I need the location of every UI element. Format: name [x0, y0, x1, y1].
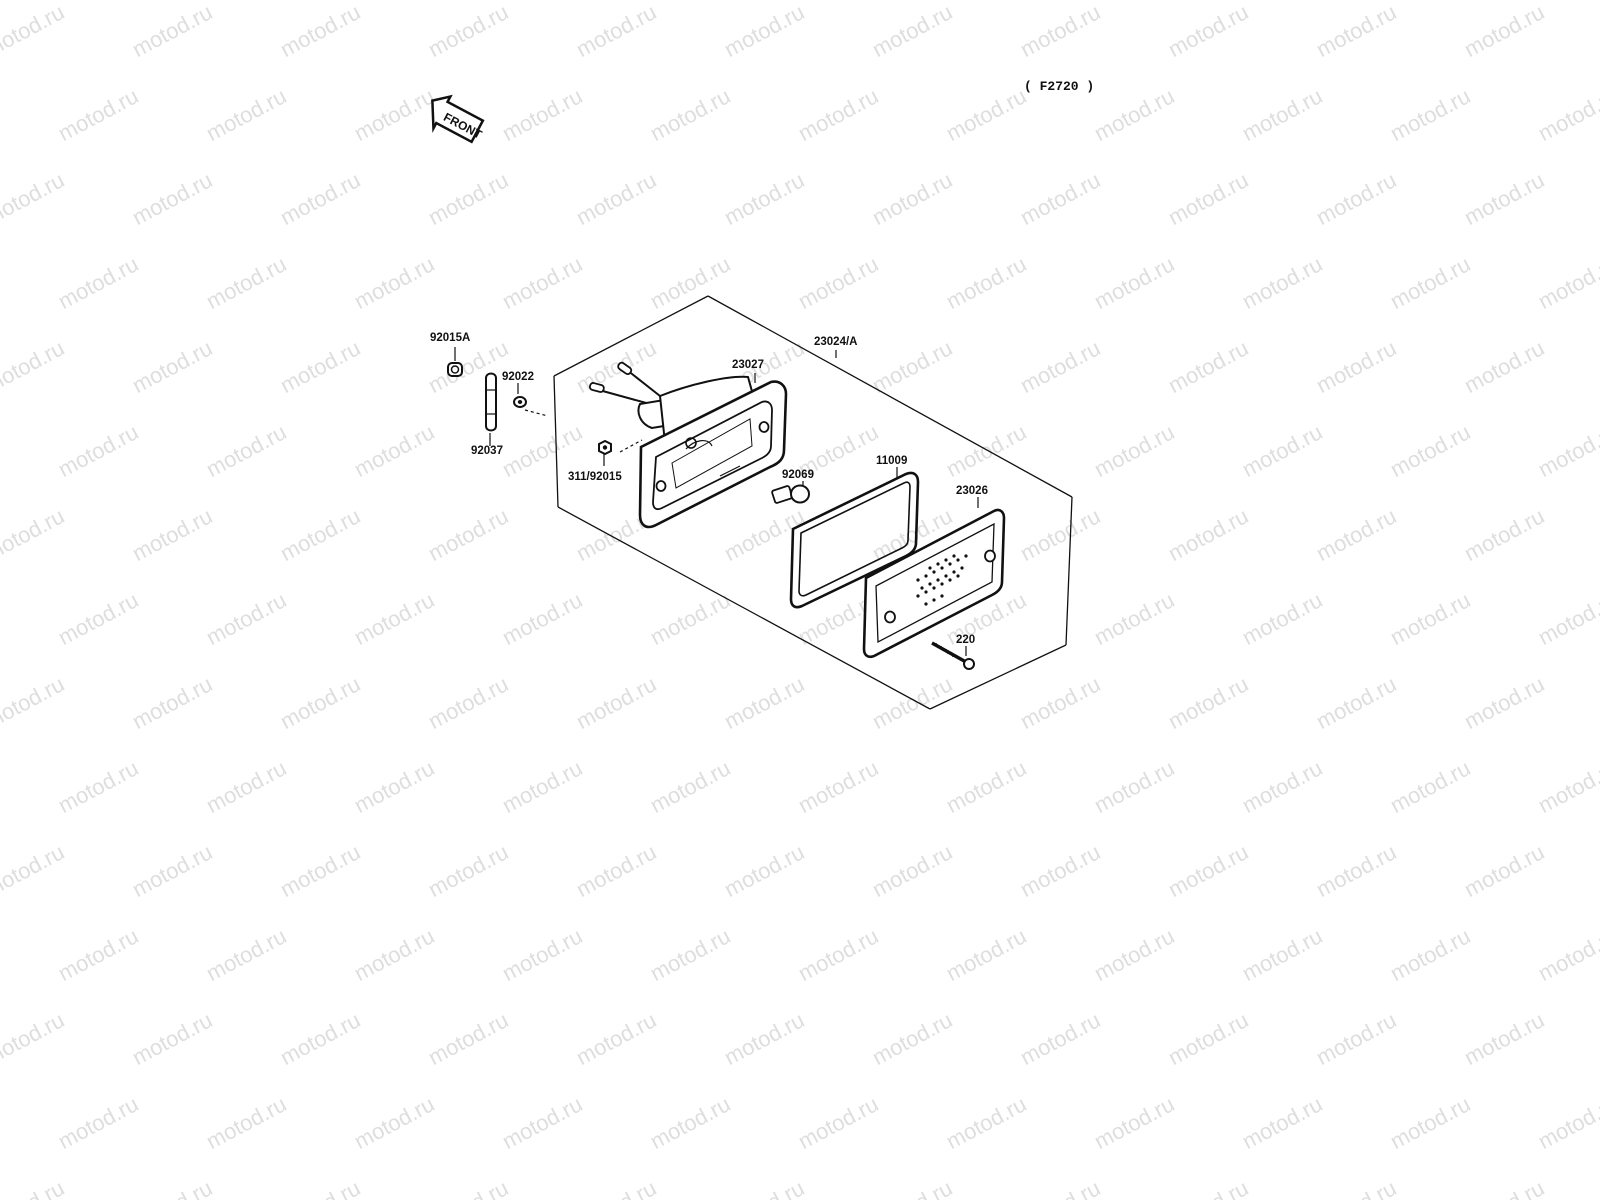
label-23024A: 23024/A — [814, 336, 857, 348]
label-23027: 23027 — [732, 359, 764, 371]
bulb-92069 — [771, 484, 810, 504]
grommet-92015A — [447, 362, 463, 377]
label-92069: 92069 — [782, 469, 814, 481]
label-11009: 11009 — [876, 455, 907, 467]
leader-lines — [454, 347, 979, 656]
label-23026: 23026 — [956, 485, 988, 497]
label-92022: 92022 — [502, 371, 534, 383]
lamp-housing-23027 — [588, 361, 788, 529]
label-311-92015: 311/92015 — [568, 471, 622, 483]
clamp-92037 — [485, 372, 497, 432]
lens-23026 — [862, 508, 1006, 659]
front-arrow-icon: FRONT — [431, 94, 485, 144]
screw-220 — [931, 641, 975, 670]
lens-pattern — [916, 554, 968, 606]
label-220: 220 — [956, 634, 975, 646]
nut-311-92015 — [598, 439, 612, 456]
gasket-11009 — [789, 471, 920, 609]
label-92037: 92037 — [471, 445, 503, 457]
label-92015A: 92015A — [430, 332, 470, 344]
assembly-outline — [553, 295, 1073, 710]
figure-code: ( F2720 ) — [1024, 79, 1094, 94]
washer-92022 — [513, 396, 527, 408]
